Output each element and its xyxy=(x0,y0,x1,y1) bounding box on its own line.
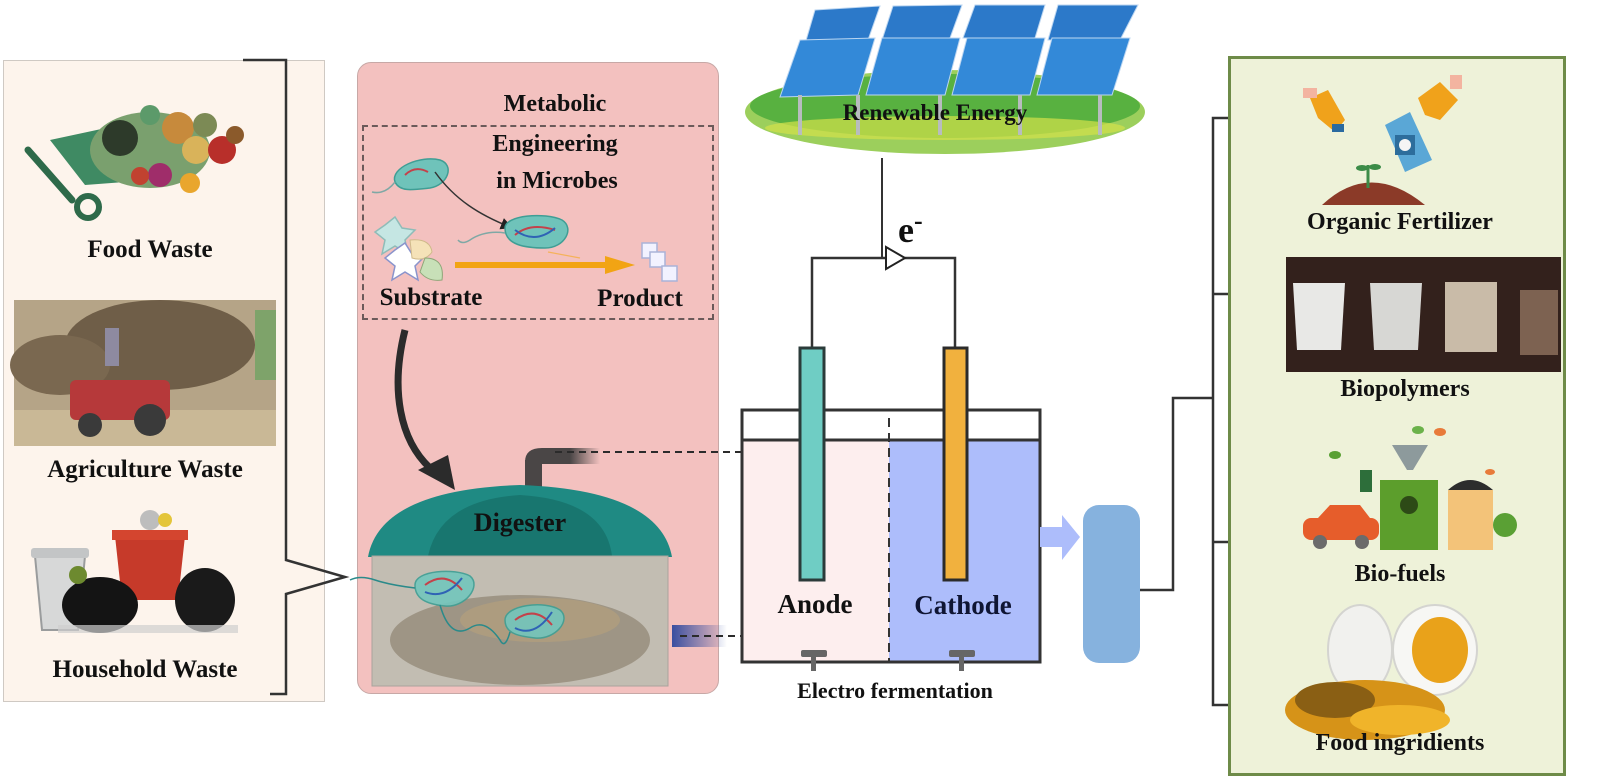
metabolic-title-line-3: in Microbes xyxy=(496,168,618,194)
cathode-electrode xyxy=(942,346,969,582)
electron-label: e- xyxy=(898,206,923,251)
household-waste-label: Household Waste xyxy=(52,656,238,683)
electron-charge: - xyxy=(913,206,923,235)
product-collector xyxy=(1083,505,1140,663)
bio-fuels-label: Bio-fuels xyxy=(1354,561,1446,587)
drain-valve xyxy=(801,650,975,671)
food-waste-label: Food Waste xyxy=(87,236,213,263)
food-ingredients-label: Food ingridients xyxy=(1315,730,1485,756)
output-flow-arrow xyxy=(1040,527,1066,547)
electron-symbol: e xyxy=(898,210,914,250)
substrate-label: Substrate xyxy=(379,284,483,311)
electro-fermentation-cell xyxy=(740,408,1042,671)
metabolic-title-line-1: Metabolic xyxy=(503,91,607,117)
products-panel xyxy=(1228,56,1566,776)
digester-label: Digester xyxy=(473,508,567,537)
organic-fertilizer-label: Organic Fertilizer xyxy=(1307,209,1493,235)
solar-farm-icon xyxy=(745,4,1145,154)
product-label: Product xyxy=(597,285,683,312)
product-connector xyxy=(1140,396,1213,592)
output-flow-arrowhead xyxy=(1062,515,1080,560)
anode-label: Anode xyxy=(777,589,853,619)
anode-electrode xyxy=(798,346,826,582)
electro-fermentation-caption: Electro fermentation xyxy=(797,678,993,703)
biopolymers-label: Biopolymers xyxy=(1340,376,1470,402)
external-circuit xyxy=(810,256,957,348)
metabolic-title-line-2: Engineering xyxy=(492,131,618,157)
agriculture-waste-label: Agriculture Waste xyxy=(47,456,243,483)
cathode-label: Cathode xyxy=(914,590,1012,620)
renewable-energy-label: Renewable Energy xyxy=(842,100,1028,125)
metabolic-engineering-box xyxy=(362,125,714,320)
waste-sources-panel xyxy=(3,60,325,702)
